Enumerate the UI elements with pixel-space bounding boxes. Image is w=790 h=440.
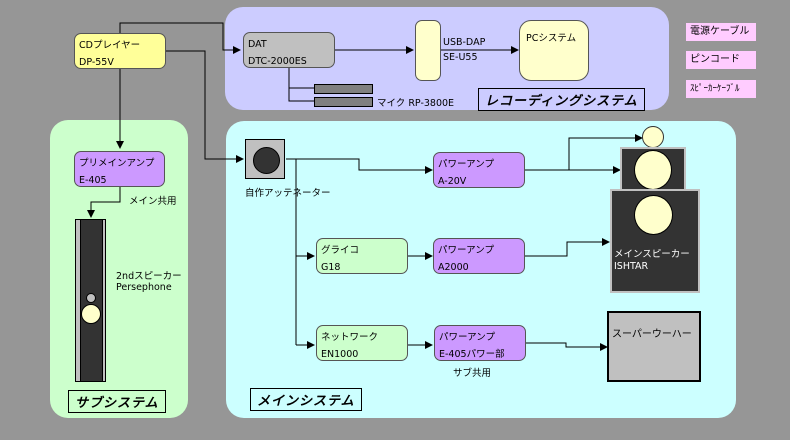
power-amp-1-name: パワーアンプ [438,159,494,170]
line-pa2-to-woofer [524,238,610,257]
usb-dap-node[interactable] [415,20,441,81]
preamp-name: プリメインアンプ [79,158,155,169]
main-speaker-model: ISHTAR [614,261,649,272]
usb-dap-model: SE-U55 [443,52,478,63]
second-speaker-model: Persephone [116,282,172,293]
subwoofer-label: スーパーウーハー [612,329,692,340]
preamp-node[interactable]: プリメインアンプ E-405 [74,151,165,187]
line-att-to-pa1 [286,158,433,174]
network-node[interactable]: ネットワーク EN1000 [316,325,408,361]
dat-model: DTC-2000ES [248,56,307,67]
main-speaker-name: メインスピーカー [614,249,690,260]
power-amp-1-node[interactable]: パワーアンプ A-20V [433,152,525,188]
line-dat-to-mic [288,68,314,102]
line-preamp-to-speaker [87,186,121,218]
second-speaker-name: 2ndスピーカー [116,271,182,282]
second-speaker-woofer [81,304,101,324]
main-speaker-woofer [634,195,673,235]
power-amp-2-name: パワーアンプ [438,245,494,256]
graphic-eq-node[interactable]: グライコ G18 [316,238,408,274]
power-amp-3-model: E-405パワー部 [439,349,505,360]
main-speaker-midrange [634,150,672,190]
cd-player-node[interactable]: CDプレイヤー DP-55V [74,33,166,69]
mic-label: マイク RP-3800E [377,98,455,109]
pc-system-label: PCシステム [526,33,577,44]
power-amp-2-model: A2000 [438,262,469,273]
graphic-eq-model: G18 [321,262,341,273]
power-amp-3-name: パワーアンプ [439,332,495,343]
power-amp-1-model: A-20V [438,176,467,187]
main-speaker[interactable]: メインスピーカー ISHTAR [610,126,700,296]
line-cd-to-attenuator [166,50,244,163]
line-pa3-to-subwoofer [526,342,608,351]
dat-name: DAT [248,39,267,50]
main-speaker-tweeter [642,126,664,148]
attenuator-label: 自作アッテネーター [245,188,331,199]
cd-player-name: CDプレイヤー [79,40,141,51]
subwoofer-node[interactable]: スーパーウーハー [607,311,701,382]
dat-node[interactable]: DAT DTC-2000ES [243,32,335,68]
second-speaker-tweeter [86,293,96,303]
cd-player-model: DP-55V [79,57,114,68]
attenuator-knob-icon [253,147,280,174]
graphic-eq-name: グライコ [321,245,360,256]
pc-system-node[interactable]: PCシステム [519,20,589,81]
power-amp-3-node[interactable]: パワーアンプ E-405パワー部 [434,325,526,361]
attenuator-node[interactable] [245,139,285,179]
recording-system-title: レコーディングシステム [478,88,645,111]
main-system-title: メインシステム [250,388,362,411]
legend-power-cable: 電源ケーブル [686,23,756,41]
network-name: ネットワーク [321,332,379,343]
main-speaker-woofer-cabinet: メインスピーカー ISHTAR [610,189,700,293]
main-speaker-mid-cabinet [620,147,686,192]
line-cd-to-dat [119,22,241,54]
legend-speaker-cable: ｽﾋﾟｰｶｰｹｰﾌﾞﾙ [686,80,756,98]
line-pa1-to-tweeter [568,134,643,170]
usb-dap-name: USB-DAP [443,37,486,48]
sub-system-title: サブシステム [68,390,166,413]
preamp-shared-note: メイン共用 [129,196,177,207]
mic-bar-1 [314,84,373,94]
mic-bar-2 [314,97,373,107]
second-speaker[interactable] [75,219,106,382]
power-amp-3-shared-note: サブ共用 [453,368,492,379]
preamp-model: E-405 [79,175,107,186]
legend-pin-cord: ピンコード [686,51,756,69]
network-model: EN1000 [321,349,359,360]
power-amp-2-node[interactable]: パワーアンプ A2000 [433,238,525,274]
